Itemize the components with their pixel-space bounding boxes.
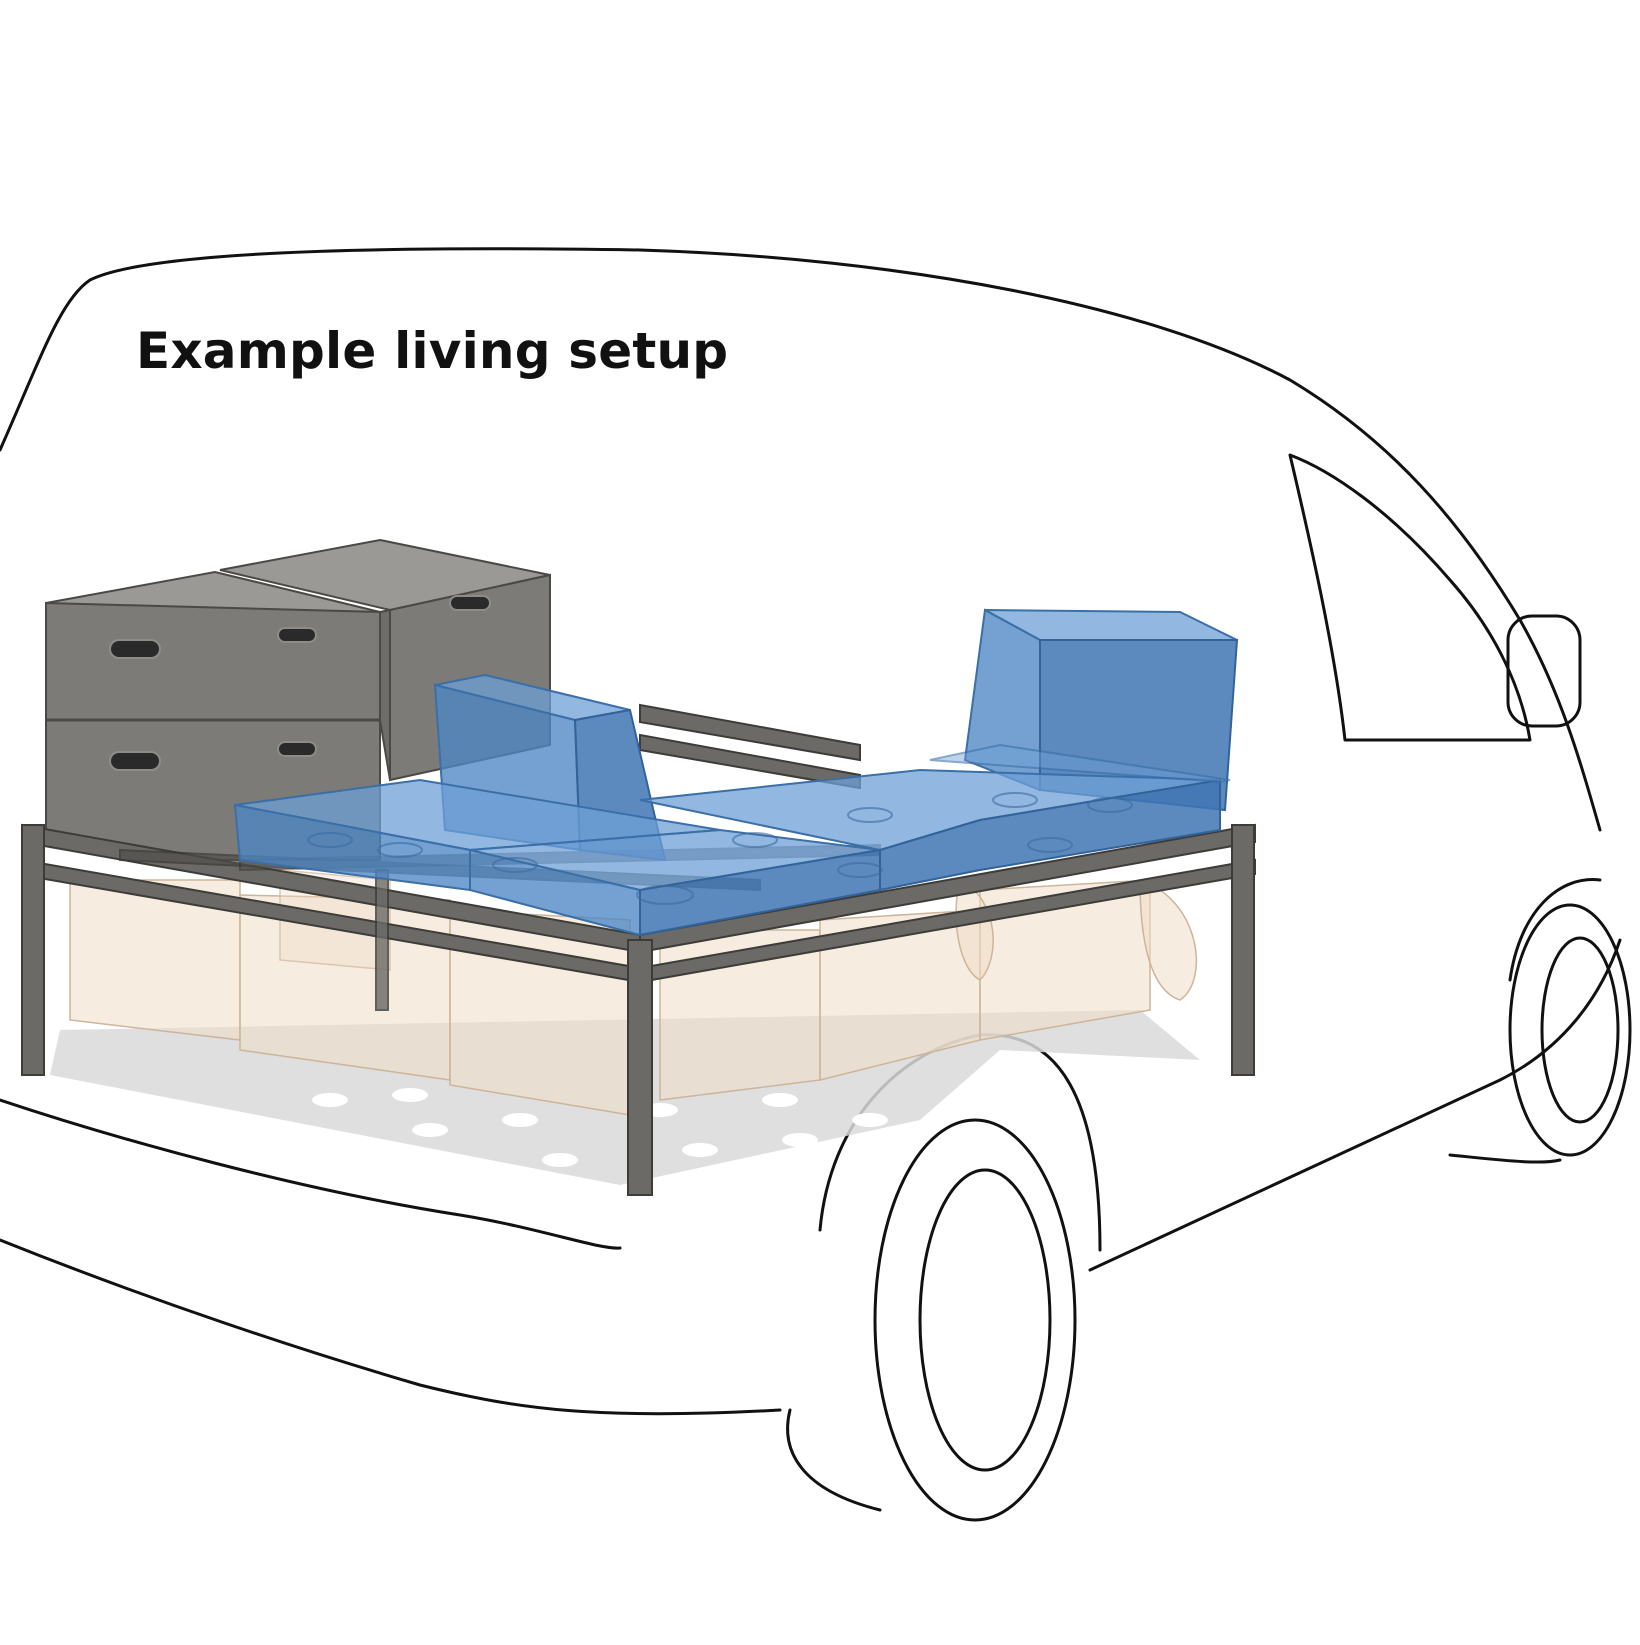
van-front-side-outline <box>1088 938 1622 1272</box>
rear-wheel-rim <box>918 1168 1052 1472</box>
front-wheel-rim <box>1540 936 1620 1124</box>
van-bottom-outline <box>0 1238 782 1416</box>
front-wheel-arch <box>1508 878 1602 982</box>
rear-tire-tread <box>786 1408 882 1512</box>
side-mirror <box>1506 614 1582 728</box>
cushions <box>233 608 1239 937</box>
floor-shadow-holes <box>312 1088 888 1167</box>
van-rear-lower-outline <box>0 1098 622 1250</box>
under-bed-bins <box>69 869 1198 1116</box>
diagram-caption: Example living setup <box>136 322 729 380</box>
front-tire <box>1508 903 1632 1157</box>
rear-tire <box>873 1118 1077 1522</box>
van-sill-outline <box>1448 1153 1562 1164</box>
windshield-outline <box>1288 453 1532 742</box>
